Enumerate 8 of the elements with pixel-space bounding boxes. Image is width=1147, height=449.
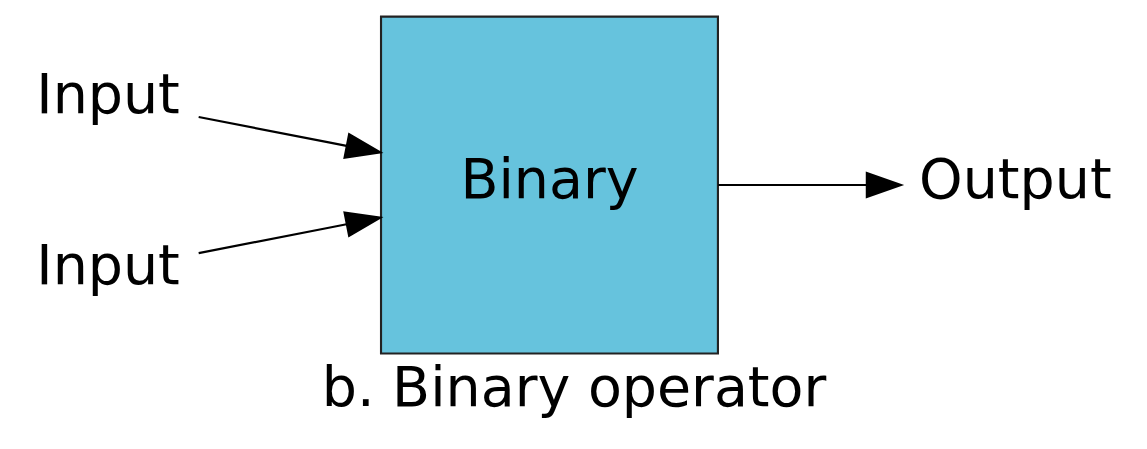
node-text: Output: [918, 147, 1112, 212]
node-text: Input: [35, 62, 180, 127]
node-box: Binary: [379, 15, 719, 355]
arrow: [197, 211, 383, 255]
caption: b. Binary operator: [321, 355, 826, 420]
arrow: [717, 171, 904, 199]
node-text: Input: [35, 232, 180, 297]
arrow: [197, 115, 383, 159]
